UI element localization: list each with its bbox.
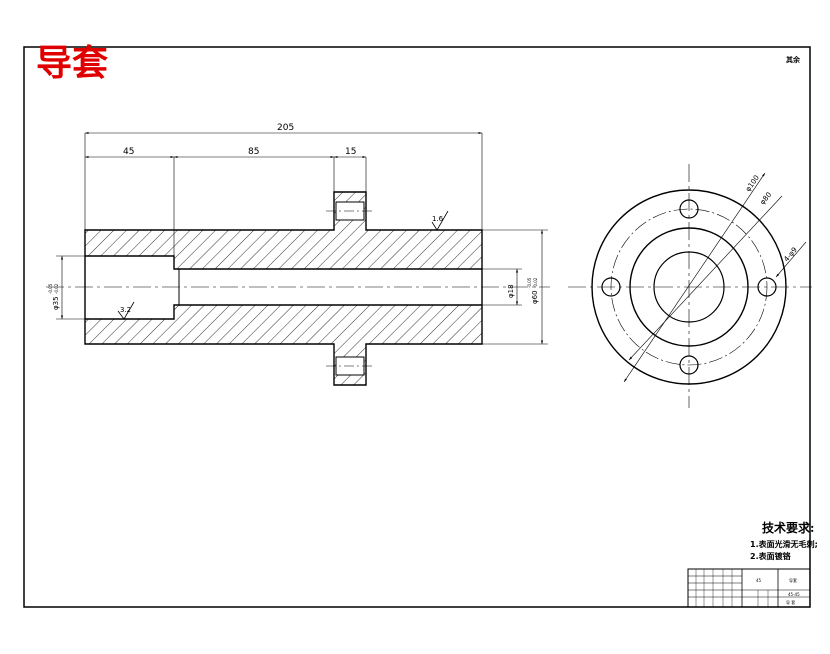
corner-mark: 其余 xyxy=(786,55,801,64)
dim-overall-length: 205 xyxy=(277,123,294,133)
title-block-part-name: 导套 xyxy=(789,577,797,583)
section-view: 205 45 85 15 1.6 3.2 φ35 -0.05 -0.02 xyxy=(46,123,550,386)
dim-seg-flange: 15 xyxy=(345,147,356,157)
dim-bore-dia: φ35 xyxy=(52,296,60,310)
dim-seg-mid: 85 xyxy=(248,147,259,157)
svg-text:1.6: 1.6 xyxy=(432,215,444,223)
roughness-symbol-top: 1.6 xyxy=(431,210,449,231)
roughness-symbol-bore: 3.2 xyxy=(117,301,135,320)
svg-text:-0.02: -0.02 xyxy=(533,277,538,288)
title-block: 45 导套 45-45 导 套 xyxy=(687,568,811,608)
svg-text:-0.05: -0.05 xyxy=(527,277,532,288)
svg-text:3.2: 3.2 xyxy=(120,306,131,314)
dim-inner-dia: φ18 xyxy=(507,284,515,298)
section-body xyxy=(84,191,483,386)
svg-text:-0.05: -0.05 xyxy=(48,283,53,294)
svg-text:-0.02: -0.02 xyxy=(54,283,59,294)
technical-requirements: 技术要求: 1.表面光滑无毛刺; 2.表面镀铬 xyxy=(750,520,818,561)
sheet-border xyxy=(23,46,811,608)
tech-req-item-2: 2.表面镀铬 xyxy=(750,551,792,561)
title-block-scale: 45 xyxy=(756,578,762,583)
tech-req-item-1: 1.表面光滑无毛刺; xyxy=(750,539,818,549)
dim-holes: 4-φ9 xyxy=(782,246,798,263)
end-view: φ100 φ80 4-φ9 xyxy=(568,164,812,408)
title-block-material: 45-45 xyxy=(788,592,800,597)
dim-outer-dia: φ60 xyxy=(531,290,539,304)
dim-pcd-dia: φ80 xyxy=(758,191,773,207)
dim-flange-dia: φ100 xyxy=(744,174,761,193)
title-block-drawing-no: 导 套 xyxy=(786,599,795,605)
drawing-title: 导套 xyxy=(36,42,108,84)
tech-req-title: 技术要求: xyxy=(762,520,814,535)
mount-hole-left xyxy=(601,277,621,297)
dim-seg-left: 45 xyxy=(123,147,134,157)
